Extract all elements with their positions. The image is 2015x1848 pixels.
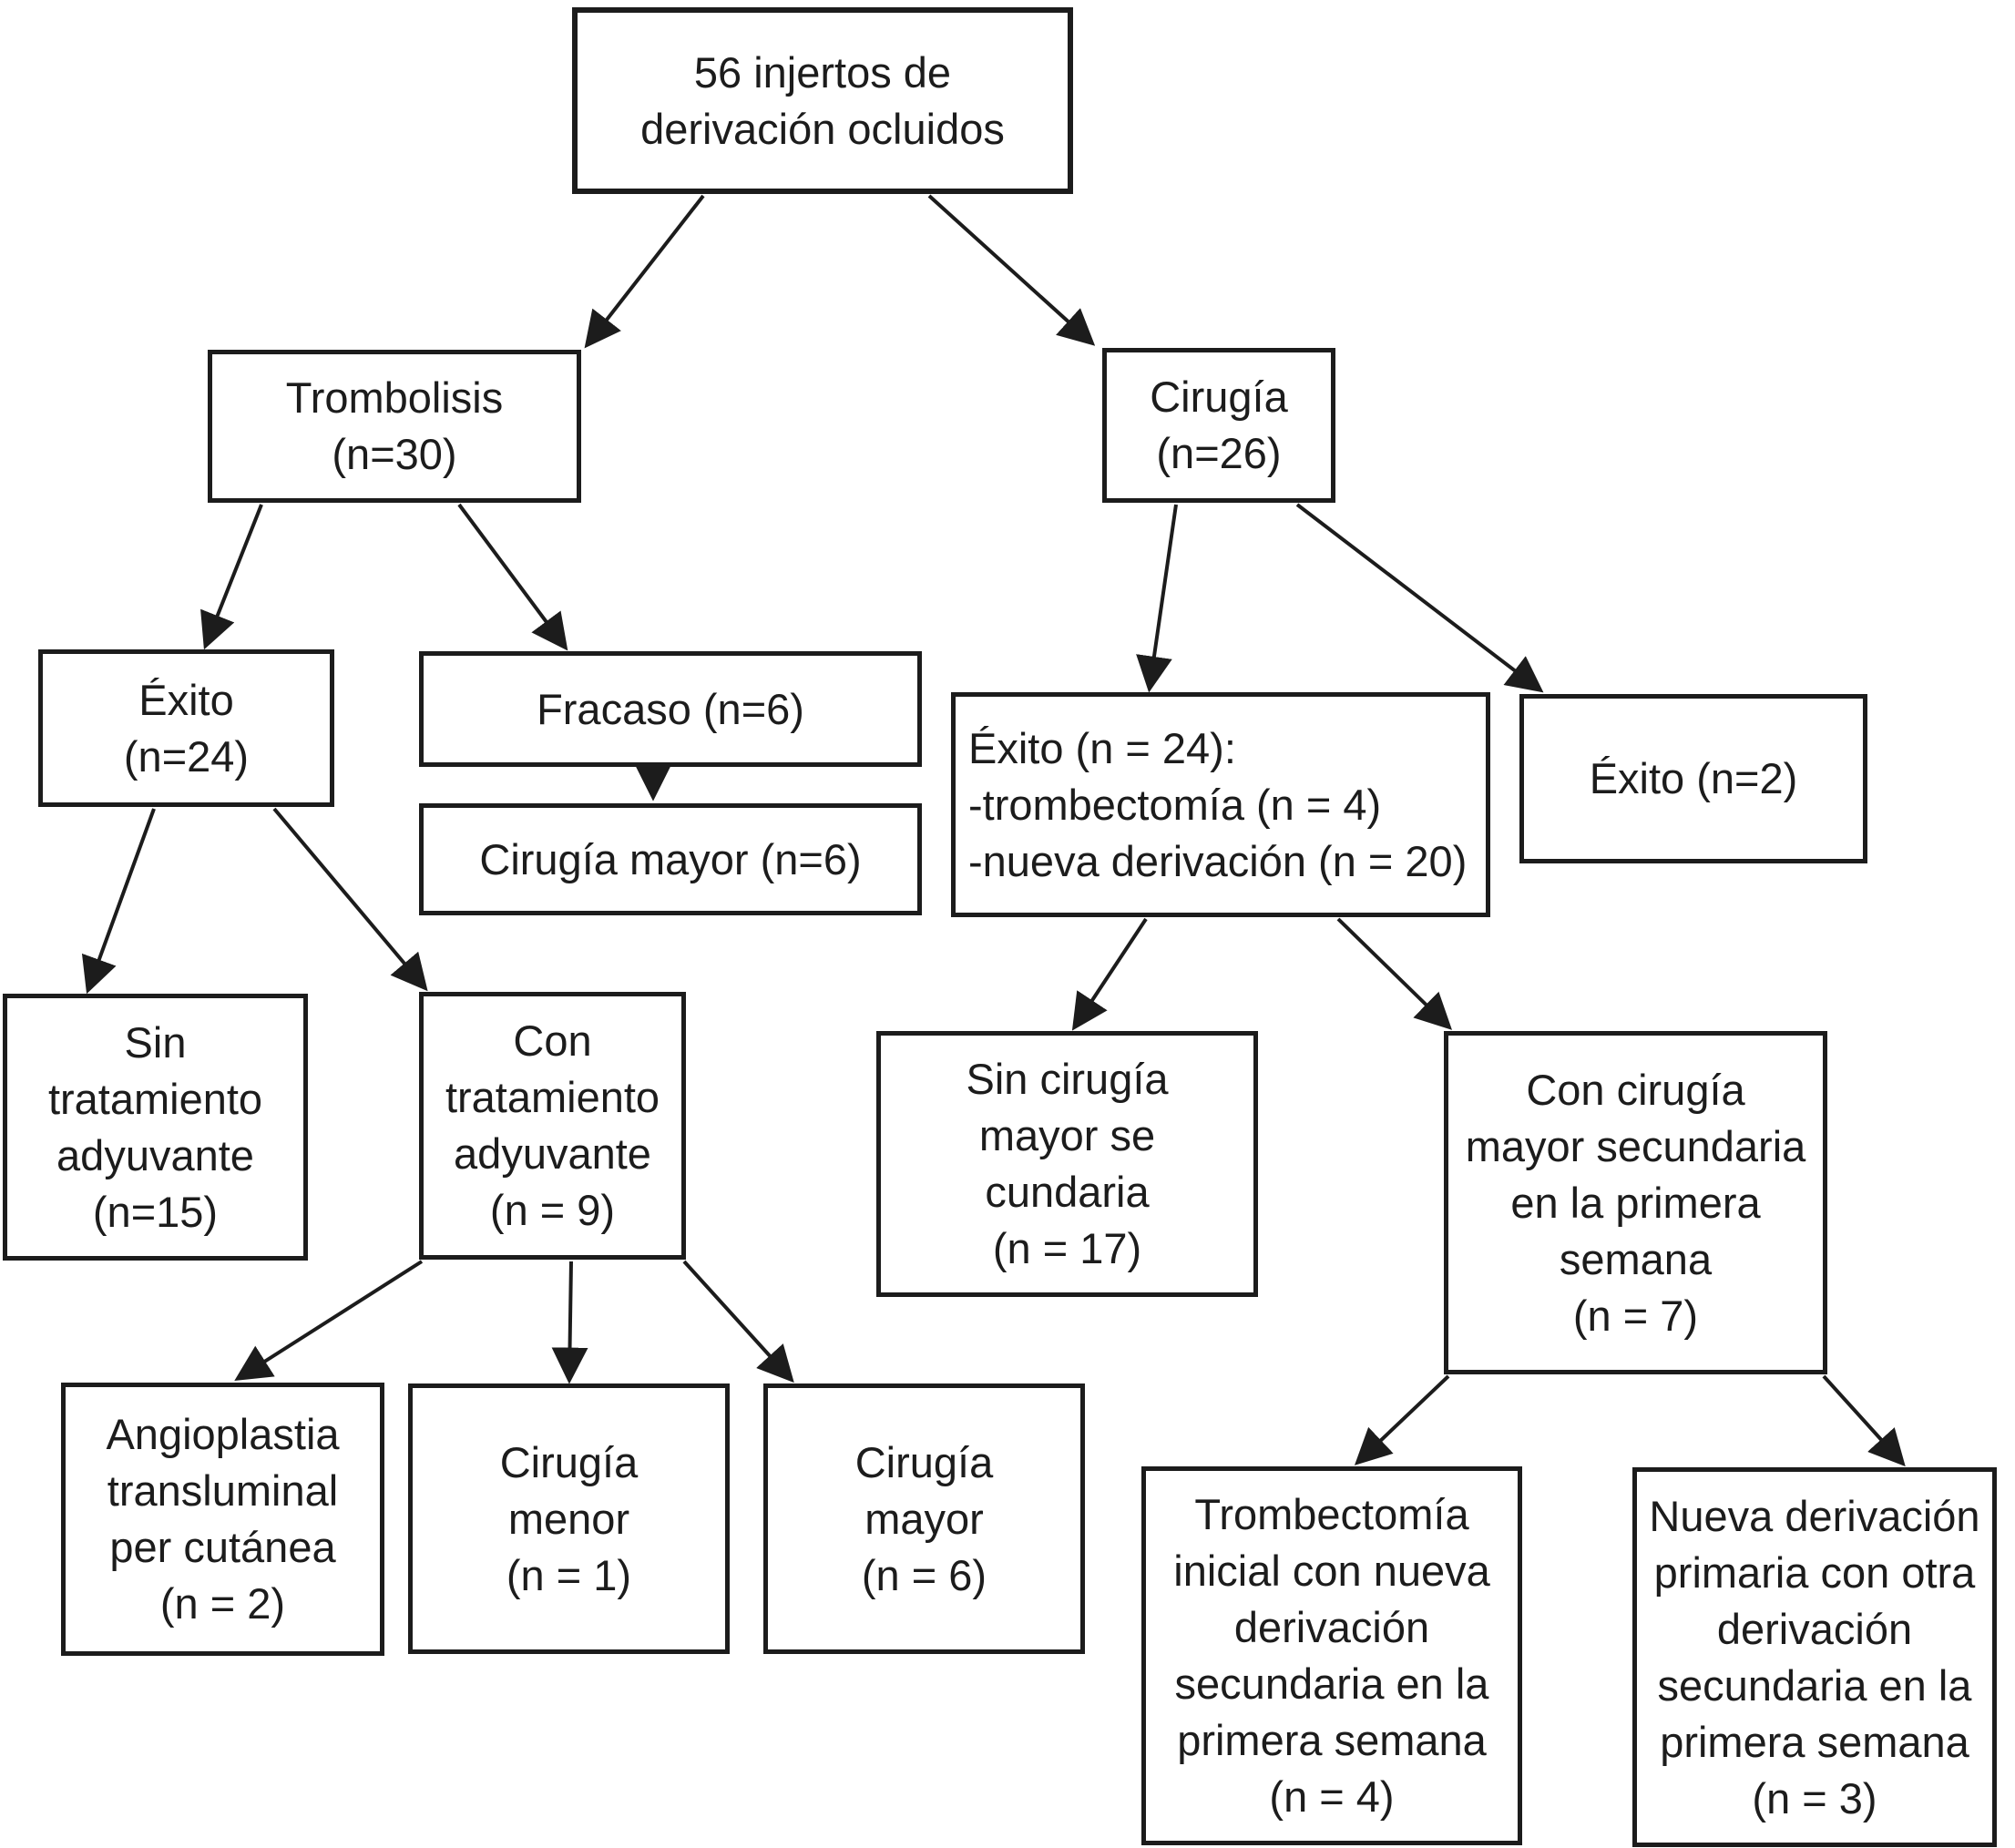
edge-trombolisis-fracaso xyxy=(457,503,568,651)
node-trombectomia-inicial: Trombectomía inicial con nueva derivació… xyxy=(1141,1466,1522,1845)
edge-exito-sin-tratamiento xyxy=(81,808,156,995)
edge-con-tratamiento-angioplastia xyxy=(234,1260,424,1382)
node-cirugia-menor: Cirugía menor (n = 1) xyxy=(408,1383,730,1654)
edge-cirugia-exito-cirugia xyxy=(1136,504,1178,693)
node-fracaso: Fracaso (n=6) xyxy=(419,651,922,767)
node-con-tratamiento-adyuvante: Con tratamiento adyuvante (n = 9) xyxy=(419,992,686,1260)
node-exito-cirugia: Éxito (n = 24): -trombectomía (n = 4) -n… xyxy=(951,692,1490,917)
edge-cirugia-exito-directo xyxy=(1295,503,1544,693)
edge-con-secundaria-nueva-derivacion xyxy=(1822,1374,1906,1467)
node-exito-directo: Éxito (n=2) xyxy=(1519,694,1867,863)
edge-exito-con-tratamiento xyxy=(272,807,428,992)
node-angioplastia-transluminal: Angioplastia transluminal per cutánea (n… xyxy=(61,1383,384,1656)
edge-exito-cirugia-sin-secundaria xyxy=(1071,917,1148,1031)
node-con-cirugia-mayor-secundaria: Con cirugía mayor secundaria en la prime… xyxy=(1444,1031,1827,1374)
node-exito-trombolisis: Éxito (n=24) xyxy=(38,649,334,807)
edge-root-cirugia xyxy=(927,194,1096,346)
node-trombolisis: Trombolisis (n=30) xyxy=(208,350,581,503)
edge-con-tratamiento-cirugia-menor xyxy=(551,1261,588,1384)
node-sin-cirugia-mayor-secundaria: Sin cirugía mayor se cundaria (n = 17) xyxy=(876,1031,1258,1297)
node-nueva-derivacion-primaria: Nueva derivación primaria con otra deriv… xyxy=(1632,1467,1997,1847)
node-cirugia-mayor-tras-fracaso: Cirugía mayor (n=6) xyxy=(419,803,922,915)
edge-trombolisis-exito xyxy=(200,504,263,650)
edge-root-trombolisis xyxy=(584,194,705,349)
node-sin-tratamiento-adyuvante: Sin tratamiento adyuvante (n=15) xyxy=(3,994,308,1261)
node-root: 56 injertos de derivación ocluidos xyxy=(572,7,1073,194)
node-cirugia: Cirugía (n=26) xyxy=(1102,348,1335,503)
edge-con-tratamiento-cirugia-mayor xyxy=(682,1260,794,1383)
edge-con-secundaria-trombectomia xyxy=(1354,1374,1450,1465)
node-cirugia-mayor-adyuvante: Cirugía mayor (n = 6) xyxy=(763,1383,1085,1654)
edge-exito-cirugia-con-secundaria xyxy=(1336,917,1453,1030)
